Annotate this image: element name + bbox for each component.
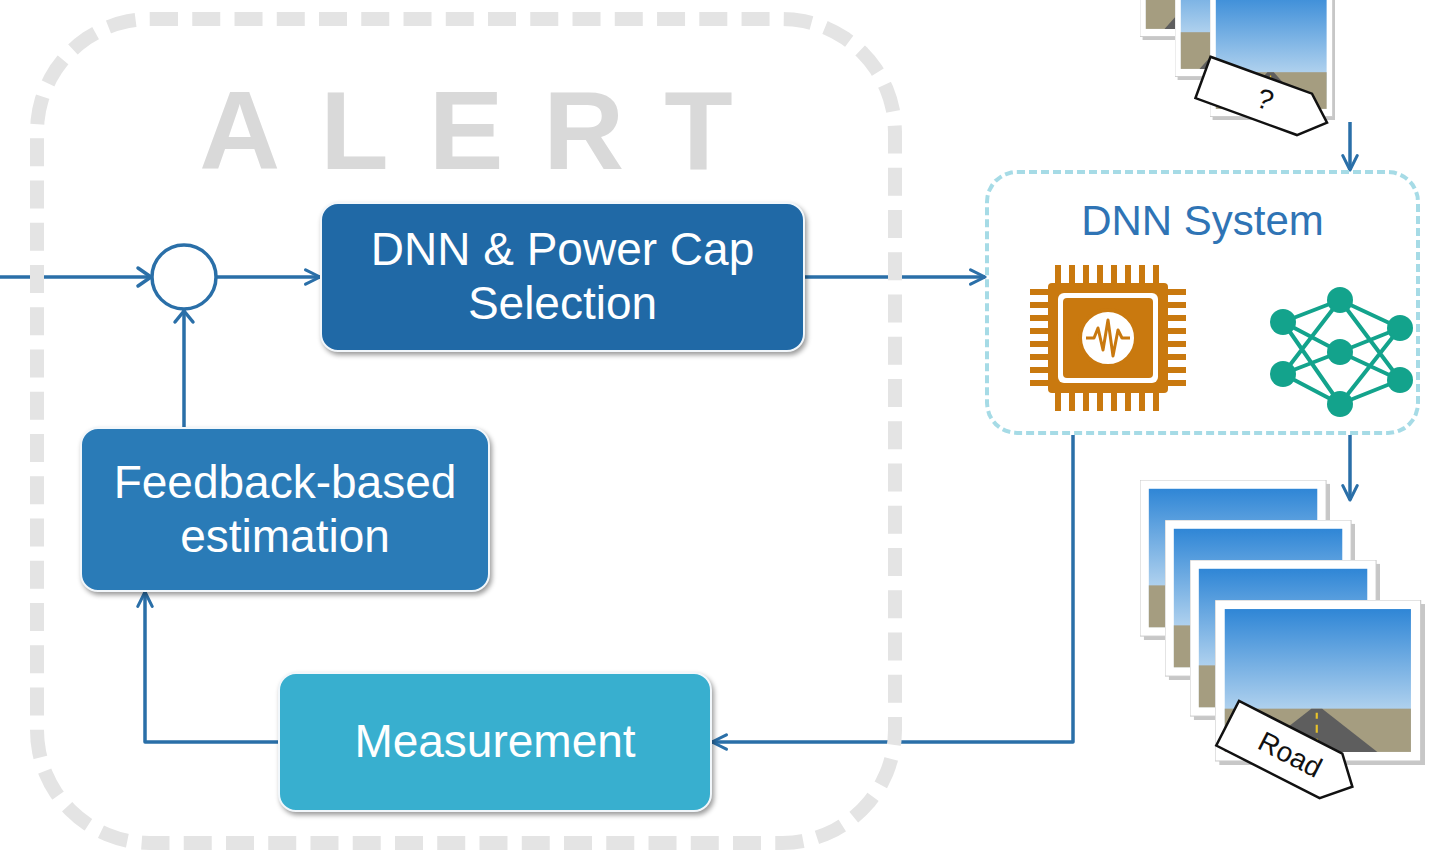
arrow-head xyxy=(175,311,193,322)
node-label: DNN & Power Cap Selection xyxy=(338,223,787,331)
flow-arrow xyxy=(145,592,278,742)
input-line xyxy=(0,275,150,279)
tag-outline xyxy=(1195,57,1334,143)
tag-label: Road xyxy=(1254,727,1326,782)
chip-pins xyxy=(1030,265,1186,411)
network-links xyxy=(1283,300,1400,404)
chip-body xyxy=(1048,283,1168,393)
sum-circle xyxy=(152,245,216,309)
tag-outline xyxy=(1216,701,1363,809)
network-node xyxy=(1327,391,1353,417)
network-node xyxy=(1270,309,1296,335)
chip-wave xyxy=(1086,320,1130,356)
arrow-head xyxy=(138,268,151,286)
chip-core xyxy=(1063,298,1153,378)
chip-dial xyxy=(1080,310,1136,366)
flow-arrow xyxy=(1348,122,1352,170)
node-label: DNN System xyxy=(989,196,1416,246)
process-box: Measurement xyxy=(278,672,712,812)
network-node xyxy=(1387,367,1413,393)
node-label: Measurement xyxy=(354,715,635,769)
processor-icon xyxy=(1030,265,1186,411)
tag-label: ? xyxy=(1253,84,1277,116)
region-outline: ALERT DNN & Power Cap SelectionFeedback-b… xyxy=(30,12,902,850)
chip-inset xyxy=(1058,293,1158,383)
image-stack: ? xyxy=(1135,0,1357,122)
network-node xyxy=(1270,361,1296,387)
neural-network-icon xyxy=(1270,287,1413,417)
flow-arrow xyxy=(1348,435,1352,500)
node-label: Feedback-based estimation xyxy=(98,456,472,564)
output-image-stack xyxy=(1140,480,1425,809)
watermark-title: ALERT xyxy=(44,75,888,187)
network-node xyxy=(1327,339,1353,365)
system-box: DNN System xyxy=(985,170,1420,435)
tag-shape xyxy=(1216,701,1363,809)
process-box: Feedback-based estimation xyxy=(80,427,490,592)
tag-shape xyxy=(1195,57,1334,143)
input-image-stack xyxy=(1140,0,1335,143)
process-box: DNN & Power Cap Selection xyxy=(320,202,805,352)
network-node xyxy=(1387,315,1413,341)
image-stack: Road xyxy=(1130,500,1430,770)
network-node xyxy=(1327,287,1353,313)
